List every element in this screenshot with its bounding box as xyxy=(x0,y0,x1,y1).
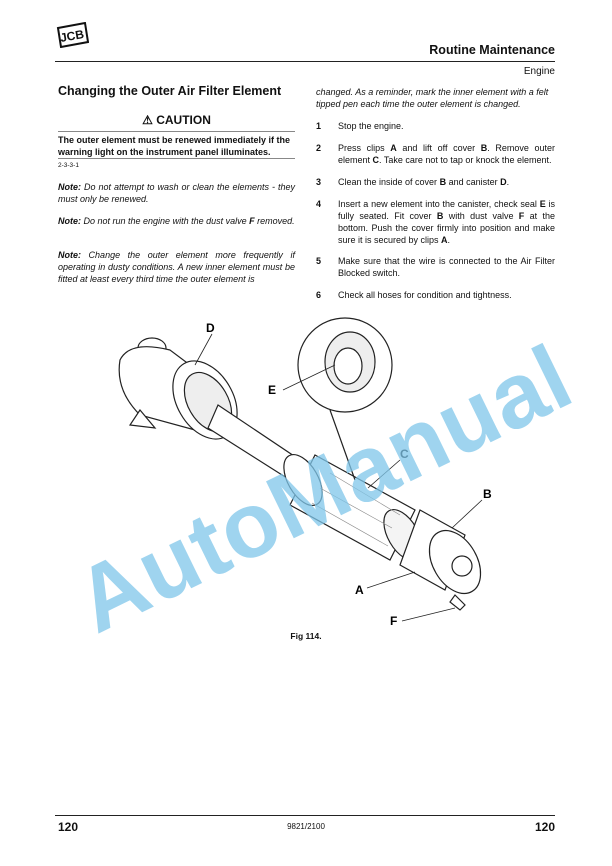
step: 3 Clean the inside of cover B and caniste… xyxy=(316,176,555,188)
text-run: . xyxy=(447,235,451,245)
text-run: with dust valve xyxy=(443,211,519,221)
jcb-logo: JCB xyxy=(56,22,89,48)
step-text: Clean the inside of cover B and canister… xyxy=(338,176,555,188)
bold-reference: C xyxy=(372,155,380,165)
caution-title: ⚠ CAUTION xyxy=(58,113,295,127)
caution-text: The outer element must be renewed immedi… xyxy=(58,135,291,157)
air-filter-illustration: D E C B A F xyxy=(118,317,492,628)
bold-reference: F xyxy=(518,211,525,221)
step-number: 5 xyxy=(316,256,322,266)
step: 2 Press clips A and lift off cover B. Rem… xyxy=(316,142,555,166)
text-run: Change the outer element more frequently… xyxy=(58,250,295,284)
caution-ref: 2-3-3-1 xyxy=(58,162,79,169)
bold-reference: F xyxy=(249,216,255,226)
document-code: 9821/2100 xyxy=(287,822,325,831)
bold-reference: B xyxy=(436,211,444,221)
bold-reference: Note: xyxy=(58,250,81,260)
subsection-title: Engine xyxy=(523,66,555,77)
label-c: C xyxy=(400,447,409,461)
text-run: Check all hoses for condition and tightn… xyxy=(338,290,512,300)
note-continuation: changed. As a reminder, mark the inner e… xyxy=(316,87,549,109)
text-run: . xyxy=(506,177,510,187)
header-rule xyxy=(55,61,555,62)
page-number-left: 120 xyxy=(58,820,79,834)
bold-reference: B xyxy=(480,143,488,153)
warning-icon: ⚠ xyxy=(142,113,153,127)
step: 6 Check all hoses for condition and tight… xyxy=(316,289,555,301)
bold-reference: E xyxy=(539,199,546,209)
note: Note: Change the outer element more freq… xyxy=(58,249,295,285)
label-a: A xyxy=(355,583,364,597)
step-text: Make sure that the wire is connected to … xyxy=(338,255,555,279)
page-heading: Changing the Outer Air Filter Element xyxy=(58,84,282,98)
bold-reference: Note: xyxy=(58,216,81,226)
step-text: Insert a new element into the canister, … xyxy=(338,198,555,246)
step-number: 2 xyxy=(316,143,322,153)
text-run: and lift off cover xyxy=(396,143,481,153)
note: Note: Do not run the engine with the dus… xyxy=(58,215,295,227)
bold-reference: B xyxy=(439,177,447,187)
text-run: removed. xyxy=(254,216,295,226)
label-e: E xyxy=(268,383,276,397)
step: 5 Make sure that the wire is connected to… xyxy=(316,255,555,279)
text-run: . Take care not to tap or knock the elem… xyxy=(379,155,552,165)
section-title: Routine Maintenance xyxy=(429,43,555,57)
text-run: Do not attempt to wash or clean the elem… xyxy=(58,182,295,204)
label-d: D xyxy=(206,321,215,335)
bold-reference: A xyxy=(390,143,397,153)
step-number: 4 xyxy=(316,199,322,209)
step-text: Stop the engine. xyxy=(338,120,555,132)
step-number: 6 xyxy=(316,290,322,300)
text-run: . Remove outer element xyxy=(338,143,556,165)
figure-caption: Fig 114. xyxy=(290,631,322,641)
svg-text:JCB: JCB xyxy=(59,27,85,45)
text-run: at the bottom. Push the cover firmly int… xyxy=(338,211,555,245)
note: Note: Do not attempt to wash or clean th… xyxy=(58,181,295,205)
step-number: 3 xyxy=(316,177,322,187)
label-f: F xyxy=(390,614,397,628)
text-run: Stop the engine. xyxy=(338,121,404,131)
step: 4 Insert a new element into the canister,… xyxy=(316,198,555,246)
text-run: Make sure that the wire is connected to … xyxy=(338,256,555,278)
text-run: is fully seated. Fit cover xyxy=(338,199,556,221)
bold-reference: Note: xyxy=(58,182,81,192)
text-run: and canister xyxy=(446,177,501,187)
text-run: Insert a new element into the canister, … xyxy=(338,199,540,209)
step: 1 Stop the engine. xyxy=(316,120,555,132)
text-run: Do not run the engine with the dust valv… xyxy=(81,216,250,226)
text-run: Press clips xyxy=(338,143,391,153)
step-number: 1 xyxy=(316,121,322,131)
bold-reference: A xyxy=(441,235,448,245)
label-b: B xyxy=(483,487,492,501)
bold-reference: D xyxy=(500,177,507,187)
footer-rule xyxy=(55,815,555,816)
caution-label: CAUTION xyxy=(156,113,211,127)
text-run: Clean the inside of cover xyxy=(338,177,440,187)
step-text: Check all hoses for condition and tightn… xyxy=(338,289,555,301)
page-number-right: 120 xyxy=(534,820,555,834)
step-text: Press clips A and lift off cover B. Remo… xyxy=(338,142,555,166)
